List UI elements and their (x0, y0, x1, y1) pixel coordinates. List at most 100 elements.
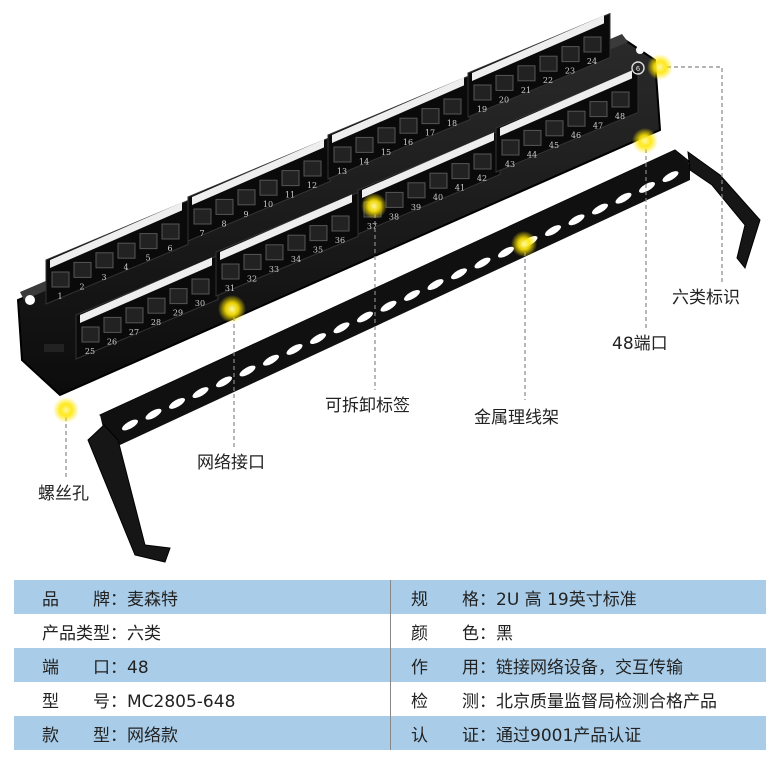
port-number: 16 (403, 138, 413, 147)
bar-slot (333, 322, 350, 334)
spec-value: 六类 (127, 623, 161, 644)
port-number: 36 (335, 236, 345, 245)
rj45-port (495, 74, 514, 91)
leader-lines (65, 66, 723, 478)
port-number: 37 (367, 222, 377, 231)
port-number: 12 (307, 181, 317, 190)
port-number: 26 (107, 337, 117, 346)
port-block (495, 67, 639, 173)
port-number: 20 (499, 95, 509, 104)
port-number: 42 (477, 174, 487, 183)
port-number: 13 (337, 167, 347, 176)
spec-value: 麦森特 (127, 589, 178, 610)
port-number: 25 (85, 347, 95, 356)
spec-row: 产品类型：六类颜色：黑 (14, 614, 766, 648)
rj45-port (377, 127, 396, 144)
spec-value: 通过9001产品认证 (496, 725, 642, 746)
rj45-port (161, 223, 180, 240)
bar-slot (192, 387, 209, 399)
bar-slot (357, 311, 373, 323)
removable-label-strip (332, 77, 464, 143)
spec-key: 认证 (411, 725, 479, 746)
spec-colon: ： (479, 657, 496, 678)
port-number: 22 (543, 76, 553, 85)
port-number: 4 (123, 263, 128, 272)
port-number: 41 (455, 184, 465, 193)
rj45-port (95, 252, 114, 269)
rj45-port (473, 153, 492, 170)
port-number: 44 (527, 150, 537, 159)
callout-network-port: 网络接口 (197, 453, 265, 473)
port-number: 21 (521, 86, 531, 95)
removable-label-strip (80, 257, 212, 323)
spec-key: 检测 (411, 691, 479, 712)
spec-colon: ： (479, 725, 496, 746)
spec-key: 规格 (411, 589, 479, 610)
removable-label-strip (220, 194, 352, 260)
bar-slot (122, 419, 138, 431)
rj45-port (385, 191, 404, 208)
spec-value: 网络款 (127, 725, 178, 746)
rj45-port (221, 263, 240, 280)
port-number: 7 (199, 229, 204, 238)
rj45-port (309, 225, 328, 242)
rj45-port (125, 307, 144, 324)
callout-cat6-mark: 六类标识 (672, 288, 740, 308)
spec-colon: ： (479, 691, 496, 712)
port-number: 10 (263, 200, 273, 209)
rj45-port (561, 46, 580, 63)
rj45-port (243, 253, 262, 270)
bar-slot (427, 279, 444, 291)
spec-colon: ： (110, 691, 127, 712)
rj45-port (407, 182, 426, 199)
rj45-port (281, 170, 300, 187)
bar-bracket-right (687, 150, 761, 270)
bar-slot (592, 203, 608, 215)
removable-label-strip (192, 139, 324, 205)
bar-slot (310, 333, 326, 345)
rj45-port (51, 271, 70, 288)
spec-key: 款型 (42, 725, 110, 746)
bar-slot (639, 181, 655, 193)
spec-colon: ： (110, 623, 127, 644)
rj45-port (81, 326, 100, 343)
port-number: 17 (425, 129, 435, 138)
removable-label-strip (472, 15, 604, 81)
rj45-port (287, 234, 306, 251)
port-numbers: 1234567891011121314151617181920212223242… (57, 57, 625, 356)
port-number: 33 (269, 265, 279, 274)
rj45-port (147, 297, 166, 314)
bar-bracket-left (87, 424, 171, 563)
port-number: 27 (129, 328, 139, 337)
spec-cell: 规格：2U 高 19英寸标准 (390, 580, 766, 614)
cable-management-bar (87, 149, 761, 563)
rj45-port (611, 91, 630, 108)
bar-slot (498, 246, 514, 258)
removable-label-strip (500, 70, 632, 136)
port-number: 15 (381, 148, 391, 157)
spec-key: 颜色 (411, 623, 479, 644)
cat6-badge (631, 61, 645, 75)
bar-slots (122, 171, 679, 431)
port-number: 39 (411, 203, 421, 212)
spec-colon: ： (479, 623, 496, 644)
rj45-port (451, 163, 470, 180)
rj45-port (589, 101, 608, 118)
spec-cell: 品牌：麦森特 (14, 580, 391, 614)
callout-screw-hole: 螺丝孔 (38, 484, 89, 504)
port-number: 40 (433, 193, 443, 202)
port-number: 6 (167, 244, 172, 253)
spec-cell: 型号：MC2805-648 (14, 682, 391, 716)
port-number: 2 (79, 282, 84, 291)
spec-cell: 端口：48 (14, 648, 391, 682)
spec-cell: 产品类型：六类 (14, 614, 391, 648)
port-number: 45 (549, 141, 559, 150)
rj45-port (265, 244, 284, 261)
rj45-port (117, 242, 136, 259)
brand-logo-plate (44, 344, 64, 352)
rj45-port (523, 129, 542, 146)
port-number: 18 (447, 119, 457, 128)
port-number: 30 (195, 299, 205, 308)
